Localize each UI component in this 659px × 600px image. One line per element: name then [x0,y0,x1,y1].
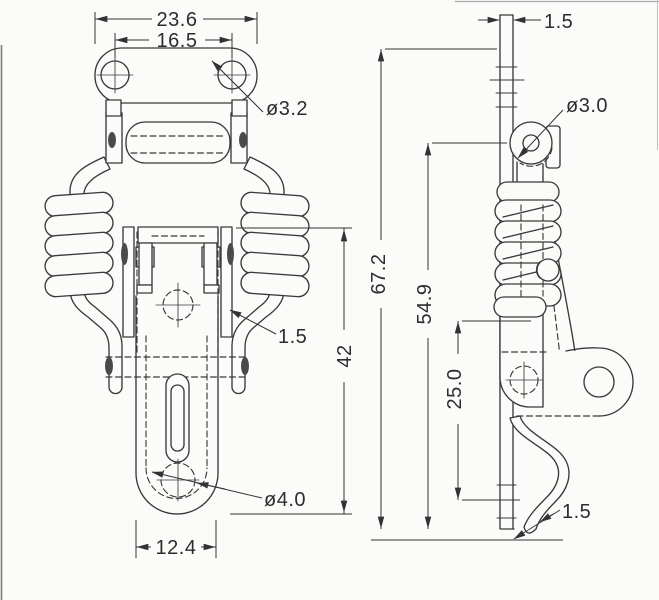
dim-bottom-hole-dia: ø4.0 [264,489,306,511]
dim-plate-thickness-front: 1.5 [278,326,307,348]
strap-bottom-hole [156,458,200,502]
eyelet-tab [516,347,634,417]
plate-tab-right [231,99,248,117]
pivot-pin-right [239,132,247,148]
dim-catch-length: 25.0 [444,369,466,410]
dim-bottom-width: 12.4 [156,537,197,559]
spring-coils-side [494,199,562,307]
side-dimensions: 1.5 ø3.0 67.2 54.9 25.0 [368,11,608,541]
dim-hook-thickness: 1.5 [562,501,591,523]
coil-spring-left [44,191,114,298]
eyelet-hole [583,366,615,398]
coil-spring-right [240,191,310,298]
catch-stud-hole [155,282,201,328]
side-plate-left [121,226,135,338]
side-view: 1.5 ø3.0 67.2 54.9 25.0 [368,11,634,541]
front-dimensions: 23.6 16.5 ø3.2 1.5 42 ø [94,9,356,559]
pivot-hole [522,134,540,152]
strap-slot [165,373,190,463]
catch-body-hole [505,361,543,399]
spring-anchor [535,258,560,282]
dim-overall-height: 67.2 [368,254,390,295]
catch-bracket [135,226,221,294]
pivot-lug [509,121,561,183]
catch-body [499,306,548,408]
dim-hole-dia: ø3.2 [266,98,308,120]
dim-pivot-hole-dia: ø3.0 [566,95,608,117]
dim-width-top: 23.6 [157,9,198,31]
dim-plate-thickness-side: 1.5 [544,11,573,33]
pivot-pin-left [108,132,116,148]
dim-pivot-height: 54.9 [414,284,436,325]
dim-strap-length: 42 [334,344,356,367]
side-plate-right [220,226,234,338]
bail-lever [105,112,248,164]
plate-tab-left [105,99,122,117]
mounting-hole-right [213,56,251,94]
catch-hook [509,415,570,534]
front-view: 23.6 16.5 ø3.2 1.5 42 ø [44,9,356,559]
dim-hole-spacing: 16.5 [157,30,198,52]
coil-spring-side [493,181,562,318]
mounting-hole-left [96,56,134,94]
